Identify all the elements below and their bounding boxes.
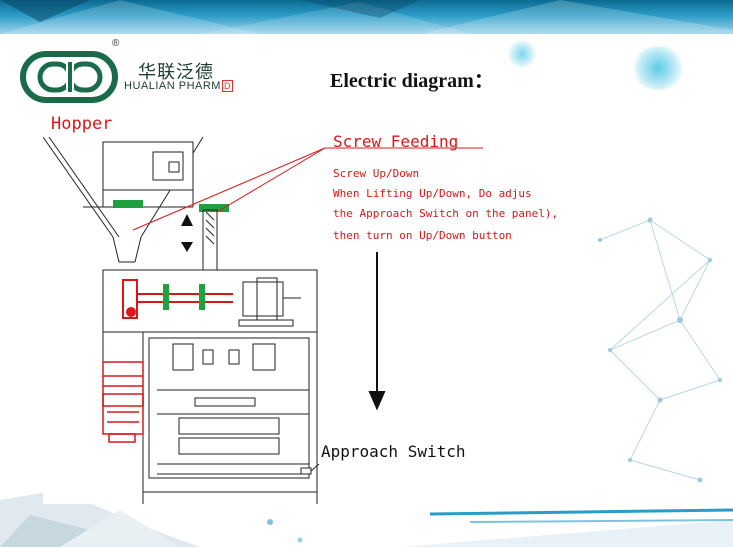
approach-switch-marker [300,463,320,475]
brand-mark-d: D [221,80,233,92]
brand-logo [18,40,228,110]
footer-band [0,490,733,547]
header-pattern [0,0,733,34]
hopper-label: Hopper [51,114,112,134]
up-arrow-icon [181,214,193,226]
drive-coupling [113,200,229,212]
diagram-panel: Hopper Screw Feeding Screw Up/Down When … [42,112,590,504]
approach-switch-label: Approach Switch [321,442,466,461]
decor-glow [632,46,684,90]
machine-frame [102,269,318,504]
drive-motor [238,277,301,327]
control-panel [157,343,309,475]
hopper [42,136,204,263]
instruction-line: the Approach Switch on the panel), [333,207,558,220]
travel-arrow [368,252,386,411]
brand-name-cn: 华联泛德 [138,62,214,83]
screw-shaft [122,279,233,319]
instruction-line: When Lifting Up/Down, Do adjus [333,187,532,200]
instruction-line: Screw Up/Down [333,167,419,180]
instruction-line: then turn on Up/Down button [333,229,512,242]
network-decoration [598,217,722,483]
slide-title: Electric diagram： [330,70,494,92]
screw-feeding-label: Screw Feeding [333,132,458,151]
brand-logo-mark [20,51,118,103]
screw-motor [102,141,194,207]
registered-mark: ® [112,38,120,49]
header-band [0,0,733,34]
discharge-unit [102,361,144,443]
leader-lines [132,147,483,231]
decor-glow [508,40,536,68]
machine-drawing: Hopper Screw Feeding Screw Up/Down When … [42,114,558,504]
down-arrow-icon [181,242,193,252]
